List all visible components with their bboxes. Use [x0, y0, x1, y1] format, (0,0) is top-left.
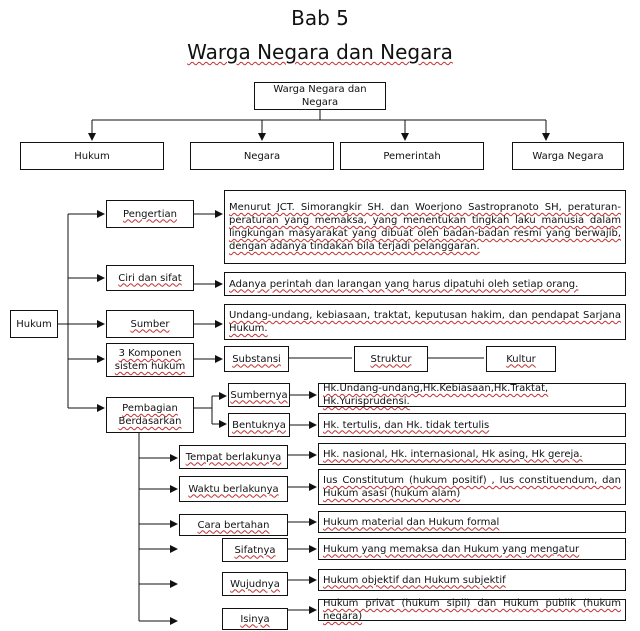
hukum-root-label: Hukum [16, 318, 52, 330]
komponen-struktur: Struktur [354, 346, 428, 372]
node-wujudnya: Wujudnya [222, 572, 288, 596]
node-pemerintah-label: Pemerintah [383, 150, 441, 162]
node-bentuknya: Bentuknya [228, 413, 290, 437]
tempat-text-content: Hk. nasional, Hk. internasional, Hk asin… [323, 448, 583, 460]
root-node-label: Warga Negara dan Negara [273, 84, 367, 108]
node-pembagian-label: Pembagian Berdasarkan [118, 403, 182, 427]
sifatnya-text: Hukum yang memaksa dan Hukum yang mengat… [318, 538, 626, 560]
komponen-struktur-label: Struktur [370, 353, 412, 365]
node-isinya: Isinya [222, 608, 288, 630]
bentuknya-text: Hk. tertulis, dan Hk. tidak tertulis [318, 413, 626, 437]
node-cara: Cara bertahan [179, 514, 288, 536]
page-title-text: Warga Negara dan Negara [187, 40, 453, 64]
node-ciri-sifat: Ciri dan sifat [106, 265, 194, 291]
node-waktu-label: Waktu berlakunya [188, 483, 279, 495]
ciri-text: Adanya perintah dan larangan yang harus … [224, 272, 626, 296]
komponen-substansi-label: Substansi [232, 353, 281, 365]
node-waktu: Waktu berlakunya [179, 476, 288, 502]
node-tempat: Tempat berlakunya [179, 445, 288, 469]
wujudnya-text: Hukum objektif dan Hukum subjektif [318, 569, 626, 591]
waktu-text-content: Ius Constitutum (hukum positif) , Ius co… [323, 475, 621, 499]
node-wujudnya-label: Wujudnya [230, 578, 280, 590]
node-hukum: Hukum [20, 142, 164, 170]
cara-text-content: Hukum material dan Hukum formal [323, 516, 500, 528]
node-isinya-label: Isinya [240, 613, 270, 625]
node-tempat-label: Tempat berlakunya [185, 451, 282, 463]
node-sumbernya: Sumbernya [228, 383, 290, 407]
komponen-substansi: Substansi [224, 346, 289, 372]
sifatnya-text-content: Hukum yang memaksa dan Hukum yang mengat… [323, 543, 580, 555]
node-sumbernya-label: Sumbernya [230, 389, 288, 401]
node-bentuknya-label: Bentuknya [232, 419, 286, 431]
isinya-text-content: Hukum privat (hukum sipil) dan Hukum pub… [323, 598, 621, 622]
node-sifatnya-label: Sifatnya [234, 544, 276, 556]
node-sumber: Sumber [106, 310, 194, 338]
bentuknya-text-content: Hk. tertulis, dan Hk. tidak tertulis [323, 419, 490, 431]
pengertian-text: Menurut JCT. Simorangkir SH. dan Woerjon… [224, 190, 626, 264]
node-ciri-sifat-label: Ciri dan sifat [118, 272, 182, 284]
node-negara-label: Negara [243, 150, 281, 162]
node-pemerintah: Pemerintah [340, 142, 484, 170]
sumbernya-text-content: Hk.Undang-undang,Hk.Kebiasaan,Hk.Traktat… [323, 383, 549, 407]
node-warga-negara-label: Warga Negara [532, 150, 604, 162]
tempat-text: Hk. nasional, Hk. internasional, Hk asin… [318, 443, 626, 465]
node-negara: Negara [190, 142, 334, 170]
node-sumber-label: Sumber [130, 318, 170, 330]
cara-text: Hukum material dan Hukum formal [318, 511, 626, 533]
node-sifatnya: Sifatnya [222, 538, 288, 562]
node-pengertian: Pengertian [106, 200, 194, 228]
isinya-text: Hukum privat (hukum sipil) dan Hukum pub… [318, 598, 626, 622]
komponen-kultur: Kultur [486, 346, 556, 372]
page-title: Warga Negara dan Negara [0, 40, 640, 64]
node-hukum-label: Hukum [74, 150, 110, 162]
node-warga-negara: Warga Negara [512, 142, 624, 170]
node-komponen: 3 Komponen sistem hukum [106, 343, 194, 377]
ciri-text-content: Adanya perintah dan larangan yang harus … [229, 278, 579, 290]
sumber-text: Undang-undang, kebiasaan, traktat, keput… [224, 304, 626, 340]
hukum-root-node: Hukum [10, 310, 58, 338]
sumbernya-text: Hk.Undang-undang,Hk.Kebiasaan,Hk.Traktat… [318, 383, 626, 407]
node-pembagian: Pembagian Berdasarkan [106, 397, 194, 433]
sumber-text-content: Undang-undang, kebiasaan, traktat, keput… [229, 310, 621, 334]
node-komponen-label: 3 Komponen sistem hukum [114, 348, 186, 372]
waktu-text: Ius Constitutum (hukum positif) , Ius co… [318, 469, 626, 505]
node-cara-label: Cara bertahan [197, 519, 270, 531]
node-pengertian-label: Pengertian [123, 208, 177, 220]
wujudnya-text-content: Hukum objektif dan Hukum subjektif [323, 574, 506, 586]
komponen-kultur-label: Kultur [506, 353, 536, 365]
pengertian-text-content: Menurut JCT. Simorangkir SH. dan Woerjon… [229, 202, 621, 252]
root-node: Warga Negara dan Negara [254, 82, 386, 110]
chapter-title: Bab 5 [291, 6, 349, 30]
